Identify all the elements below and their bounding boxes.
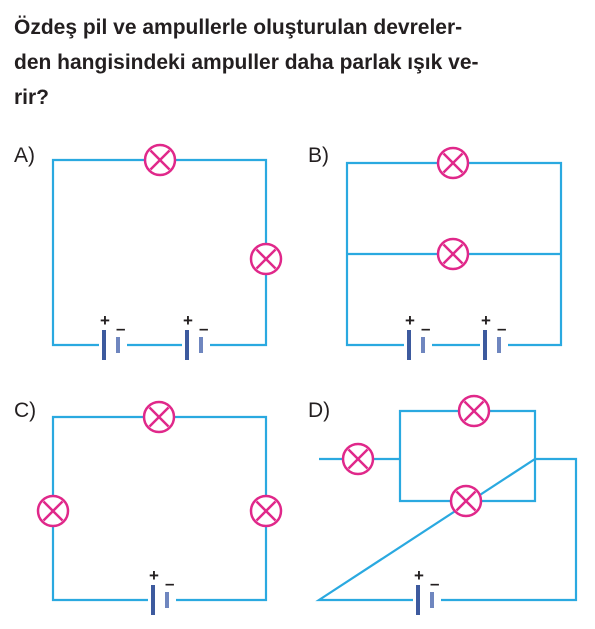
minus-sign: – xyxy=(497,319,506,338)
bulb-icon xyxy=(143,143,177,177)
wire xyxy=(345,161,563,347)
option-label-d: D) xyxy=(308,399,330,422)
option-label-b: B) xyxy=(308,144,329,167)
plus-sign: + xyxy=(481,311,491,330)
bulb-icon xyxy=(249,494,283,528)
question-line: den hangisindeki ampuller daha parlak ış… xyxy=(14,51,479,74)
minus-sign: – xyxy=(165,574,174,593)
circuit-c: C) + – xyxy=(14,399,283,615)
minus-sign: – xyxy=(116,319,125,338)
bulb-icon xyxy=(341,442,375,476)
bulb-icon xyxy=(449,484,483,518)
bulb-icon xyxy=(457,394,491,428)
wire xyxy=(51,415,268,602)
circuit-b: B) + – + – xyxy=(308,144,563,360)
bulb-icon xyxy=(436,146,470,180)
minus-sign: – xyxy=(199,319,208,338)
bulb-icon xyxy=(142,400,176,434)
question-line: rir? xyxy=(14,86,50,109)
circuit-d: D) + – xyxy=(308,394,578,615)
wire xyxy=(51,158,268,347)
plus-sign: + xyxy=(183,311,193,330)
bulb-icon xyxy=(36,494,70,528)
minus-sign: – xyxy=(430,574,439,593)
question-text: Özdeş pil ve ampullerle oluşturulan devr… xyxy=(14,10,586,115)
circuit-a: A) + – + – xyxy=(14,143,283,360)
bulb-icon xyxy=(249,242,283,276)
plus-sign: + xyxy=(100,311,110,330)
minus-sign: – xyxy=(421,319,430,338)
plus-sign: + xyxy=(405,311,415,330)
wire xyxy=(315,457,578,602)
bulb-icon xyxy=(436,237,470,271)
plus-sign: + xyxy=(414,566,424,585)
option-label-a: A) xyxy=(14,144,35,167)
plus-sign: + xyxy=(149,566,159,585)
option-label-c: C) xyxy=(14,399,36,422)
question-line: Özdeş pil ve ampullerle oluşturulan devr… xyxy=(14,16,463,39)
